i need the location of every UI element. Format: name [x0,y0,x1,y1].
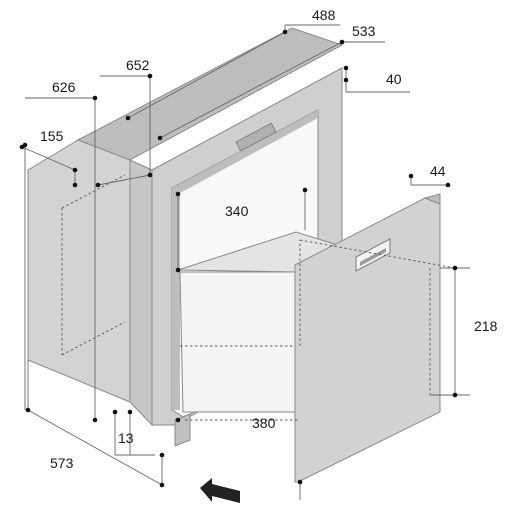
dim-label-380: 380 [252,415,276,431]
dim-label-44: 44 [430,163,446,179]
cabinet-body [27,27,344,427]
drawer-handle[interactable] [355,238,391,272]
cabinet-front-edge [129,159,153,427]
dim-label-488: 488 [312,7,336,23]
drawer-front-thickness [423,193,441,205]
insert-direction-arrow [200,478,240,503]
drawer-left-wall [179,271,299,413]
dim-label-340: 340 [225,203,249,219]
dim-label-155: 155 [40,128,64,144]
dim-label-573: 573 [50,455,74,471]
dim-label-218: 218 [474,318,498,334]
top-latch [235,122,277,152]
cabinet-left-side-face [27,139,131,403]
dim-label-533: 533 [352,23,376,39]
dim-label-626: 626 [52,79,76,95]
drawer-front-panel [294,193,441,483]
arrow-shape [200,478,240,503]
dimension-labels: 488 533 40 652 626 155 44 340 218 380 13… [40,7,498,471]
dim-label-13: 13 [118,430,134,446]
dimension-endpoints [19,29,458,488]
dimension-guides [21,24,470,500]
dim-label-40: 40 [386,71,402,87]
dim-label-652: 652 [126,57,150,73]
drawer-handle-recess [360,248,386,266]
hidden-lines [61,174,456,421]
